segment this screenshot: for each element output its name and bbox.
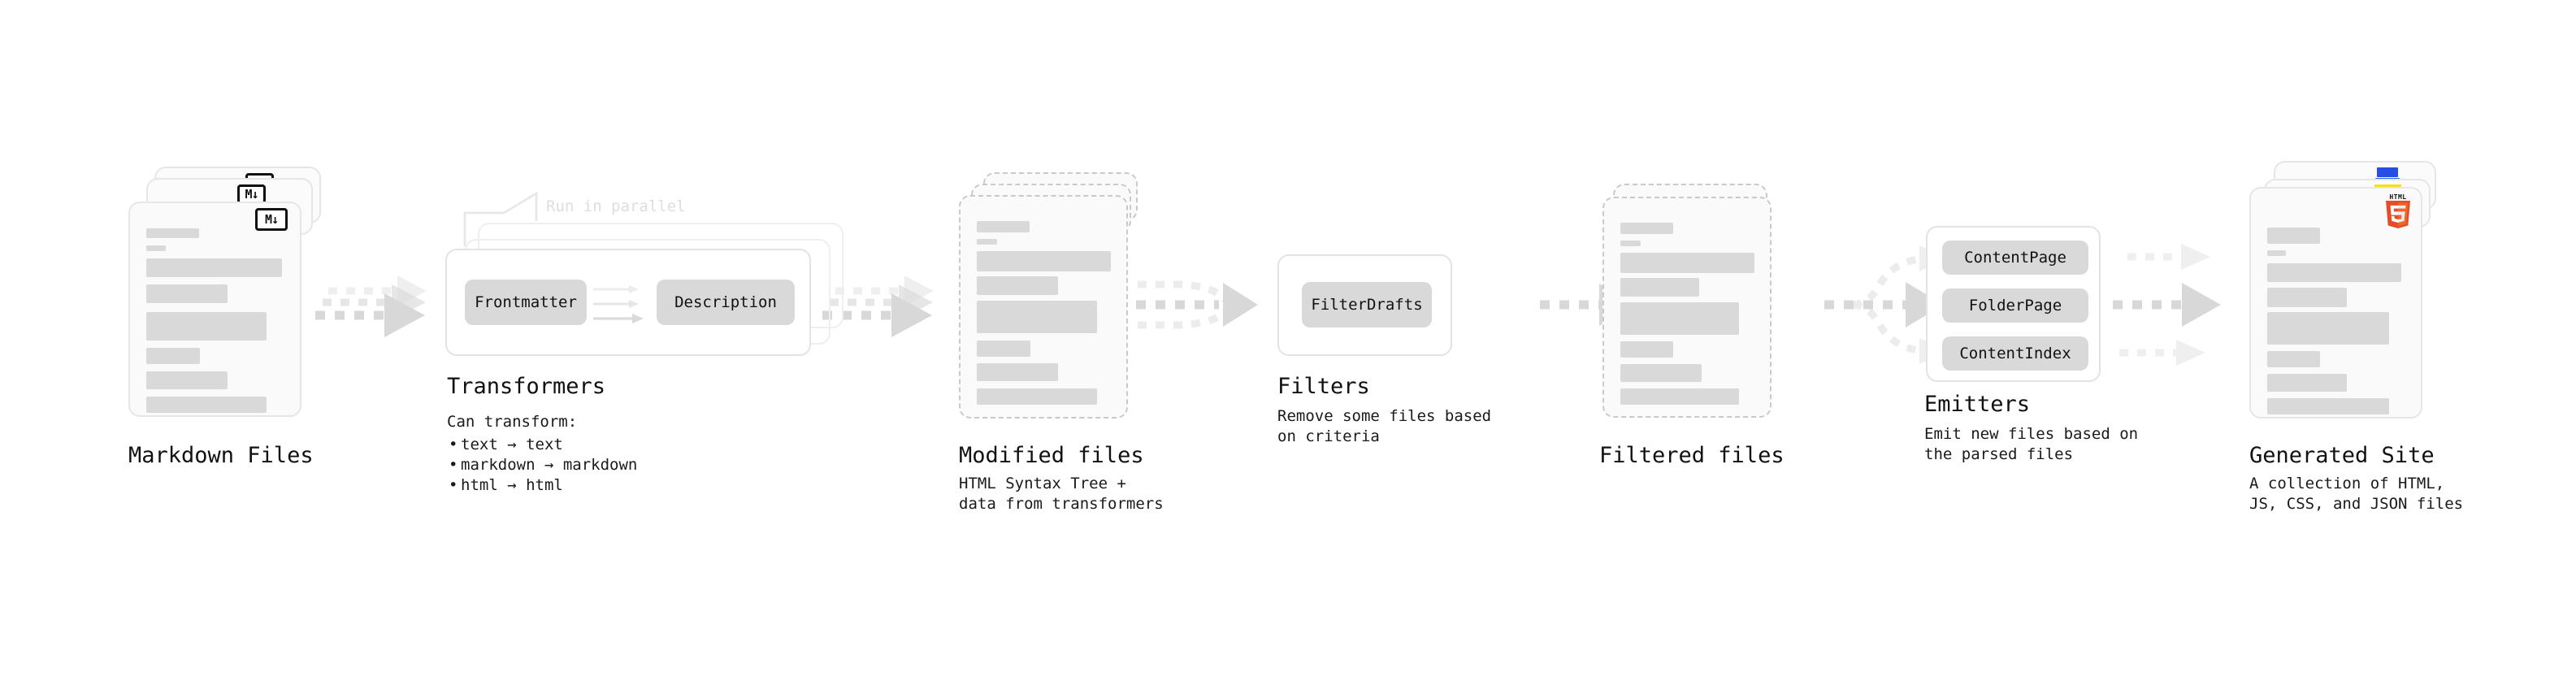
css-icon — [2377, 167, 2398, 177]
placeholder-bar — [2267, 312, 2389, 345]
placeholder-bar — [1620, 341, 1673, 358]
placeholder-bar — [2267, 250, 2286, 256]
placeholder-bar — [2267, 351, 2320, 367]
stage-title-filtered-files: Filtered files — [1599, 443, 1785, 468]
arrow-modified-to-filters — [1136, 280, 1258, 329]
modified-file-front — [959, 195, 1128, 419]
placeholder-bar — [146, 284, 228, 303]
placeholder-bar — [977, 239, 997, 245]
placeholder-bar — [1620, 388, 1739, 405]
stage-title-emitters: Emitters — [1924, 392, 2031, 417]
arrow-markdown-to-transformers — [315, 275, 427, 337]
placeholder-bar — [2267, 398, 2389, 414]
transformer-card-front: Frontmatter Description — [445, 249, 811, 356]
arrow-emitters-to-site — [2113, 244, 2221, 366]
stage-title-generated-site: Generated Site — [2249, 443, 2435, 468]
placeholder-bar — [1620, 302, 1739, 335]
placeholder-bar — [1620, 223, 1673, 234]
html5-icon-caption: HTML — [2389, 193, 2407, 201]
chip-folderpage[interactable]: FolderPage — [1942, 288, 2088, 323]
placeholder-bar — [1620, 253, 1754, 273]
chip-frontmatter[interactable]: Frontmatter — [465, 280, 587, 325]
placeholder-bar — [977, 388, 1097, 405]
filters-card: FilterDrafts — [1277, 254, 1452, 356]
placeholder-bar — [146, 371, 228, 389]
placeholder-bar — [977, 301, 1097, 333]
run-in-parallel-label: Run in parallel — [546, 197, 686, 215]
transformers-bullets: Can transform: text → text markdown → ma… — [447, 412, 637, 496]
placeholder-bar — [977, 340, 1030, 357]
placeholder-bar — [146, 228, 199, 238]
placeholder-bar — [1620, 241, 1641, 246]
filtered-file-front — [1602, 197, 1772, 418]
placeholder-bar — [977, 221, 1030, 232]
stage-desc-generated-site: A collection of HTML, JS, CSS, and JSON … — [2249, 475, 2464, 513]
placeholder-bar — [2267, 374, 2347, 392]
stage-title-transformers: Transformers — [447, 374, 606, 399]
placeholder-bar — [146, 245, 166, 251]
chip-contentpage[interactable]: ContentPage — [1942, 241, 2088, 275]
markdown-file-front — [128, 202, 301, 417]
placeholder-bar — [146, 348, 200, 364]
stage-title-markdown-files: Markdown Files — [128, 443, 314, 468]
placeholder-bar — [2267, 228, 2320, 244]
stage-desc-filters: Remove some files based on criteria — [1277, 407, 1492, 445]
site-file-front-html — [2249, 187, 2422, 419]
placeholder-bar — [977, 363, 1058, 381]
bullet-item: text → text — [449, 435, 637, 455]
placeholder-bar — [146, 258, 282, 277]
placeholder-bar — [146, 312, 267, 340]
html5-icon: HTML — [2383, 193, 2413, 228]
stage-title-filters: Filters — [1277, 374, 1370, 399]
placeholder-bar — [1620, 364, 1702, 382]
stage-desc-emitters: Emit new files based on the parsed files — [1924, 425, 2139, 463]
chip-description[interactable]: Description — [657, 280, 795, 325]
placeholder-bar — [2267, 263, 2401, 282]
markdown-icon: M↓ — [255, 208, 288, 231]
bullet-item: html → html — [449, 475, 637, 496]
placeholder-bar — [146, 397, 267, 413]
inner-arrows — [593, 285, 644, 323]
placeholder-bar — [977, 251, 1111, 271]
placeholder-bar — [977, 276, 1058, 295]
chip-contentindex[interactable]: ContentIndex — [1942, 336, 2088, 371]
emitters-card: ContentPage FolderPage ContentIndex — [1926, 226, 2101, 382]
bullets-lead: Can transform: — [447, 413, 578, 431]
placeholder-bar — [2267, 288, 2347, 307]
placeholder-bar — [1620, 278, 1699, 297]
bullet-item: markdown → markdown — [449, 455, 637, 475]
stage-title-modified-files: Modified files — [959, 443, 1144, 468]
stage-desc-modified-files: HTML Syntax Tree + data from transformer… — [959, 475, 1164, 513]
chip-filterdrafts[interactable]: FilterDrafts — [1302, 282, 1432, 327]
